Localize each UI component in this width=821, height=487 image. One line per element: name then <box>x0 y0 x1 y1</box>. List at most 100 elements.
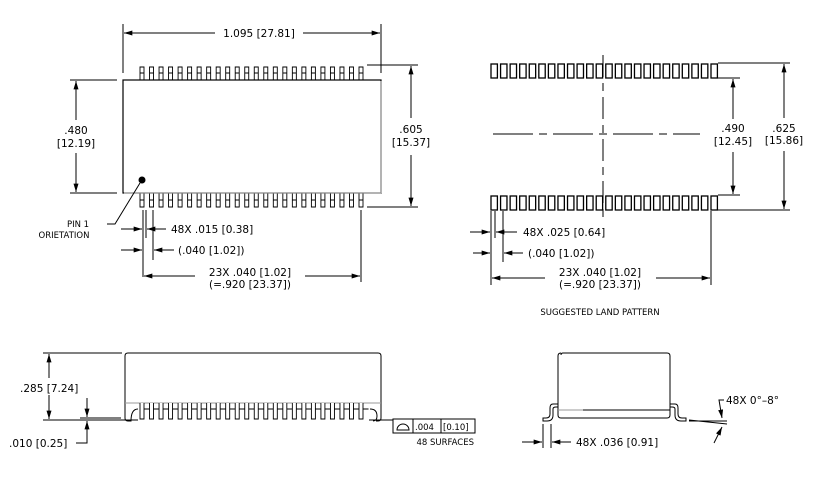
lead-pin-top <box>149 66 154 80</box>
lead-pin-bottom <box>263 193 269 208</box>
standoff-leader <box>76 422 88 444</box>
land-pad-bottom <box>538 195 546 211</box>
side-lead <box>301 403 307 420</box>
lead-pin-top <box>358 66 364 80</box>
land-pad-top <box>595 63 604 79</box>
lead-pin-top <box>291 66 297 80</box>
lead-pin-bottom <box>310 193 316 208</box>
end-lead-left <box>542 403 558 422</box>
dim-body-width-metric: [12.19] <box>57 138 95 150</box>
top-pins-lower <box>139 193 364 208</box>
lead-pin-bottom <box>282 193 288 208</box>
dim-foot-length: 48X .036 [0.91] <box>576 437 658 449</box>
lead-pin-top <box>244 66 250 80</box>
land-pad-top <box>499 63 508 79</box>
land-pad-top <box>528 63 537 79</box>
fcf-note: 48 SURFACES <box>416 438 474 448</box>
fcf-tolerance-metric: [0.10] <box>443 423 469 433</box>
dim-outer-span-metric: [15.86] <box>765 135 803 147</box>
lead-pin-top <box>225 66 231 80</box>
lead-pin-bottom <box>253 193 259 208</box>
pin1-label-2: ORIETATION <box>39 231 90 241</box>
lead-pin-bottom <box>149 193 154 208</box>
lead-pin-bottom <box>187 193 193 208</box>
angle-arrow-top <box>718 399 724 419</box>
land-pad-top <box>614 63 623 79</box>
lead-pin-bottom <box>234 193 240 208</box>
lead-pin-bottom <box>215 193 221 208</box>
end-body-outline <box>557 352 671 419</box>
dim-package-height: .285 [7.24] <box>20 383 78 395</box>
lead-pin-bottom <box>358 193 364 208</box>
lead-pin-top <box>196 66 202 80</box>
dim-pad-pitch-total-2: (=.920 [23.37]) <box>559 279 641 291</box>
dim-outer-span: .625 <box>772 123 795 135</box>
land-pad-top <box>547 63 556 79</box>
side-lead <box>349 403 354 420</box>
lead-pin-top <box>329 66 335 80</box>
dim-foot-angle: 48X 0°–8° <box>726 395 779 407</box>
package-body-outline <box>122 79 382 194</box>
lead-pin-top <box>187 66 193 80</box>
side-lead <box>263 403 269 420</box>
land-pad-bottom <box>691 195 699 211</box>
dim-pad-pitch-total: 23X .040 [1.02] <box>559 267 641 279</box>
land-pattern-view: .625 [15.86] .490 [12.45] 48X .025 [0.64… <box>470 55 803 318</box>
end-lead-right <box>670 403 687 422</box>
land-pad-bottom <box>490 195 499 211</box>
dim-body-width: .480 <box>64 125 87 137</box>
land-pad-bottom <box>710 195 719 211</box>
land-pad-bottom <box>652 195 661 211</box>
land-pad-top <box>490 63 499 79</box>
side-lead <box>272 403 278 420</box>
land-pad-top <box>700 63 709 79</box>
lead-pin-bottom <box>349 193 354 208</box>
land-pad-top <box>538 63 546 79</box>
land-pad-top <box>672 63 680 79</box>
land-pads-lower <box>490 195 719 211</box>
land-pad-bottom <box>576 195 585 211</box>
land-pattern-caption: SUGGESTED LAND PATTERN <box>540 308 659 318</box>
side-lead <box>329 403 335 420</box>
pin1-dot-icon <box>138 176 146 184</box>
land-pad-bottom <box>662 195 671 211</box>
lead-pin-top <box>206 66 212 80</box>
land-pad-bottom <box>509 195 518 211</box>
land-pad-bottom <box>547 195 556 211</box>
land-pad-bottom <box>624 195 632 211</box>
lead-pin-bottom <box>291 193 297 208</box>
lead-pin-top <box>339 66 345 80</box>
side-lead <box>168 403 174 420</box>
side-lead <box>206 403 212 420</box>
side-lead <box>244 403 250 420</box>
land-pad-top <box>605 63 613 79</box>
side-lead <box>320 403 326 420</box>
dim-inner-span: .490 <box>721 123 744 135</box>
dim-lead-span: .605 <box>399 124 422 136</box>
side-lead <box>177 403 183 420</box>
lead-pin-top <box>253 66 259 80</box>
angle-arrow-bottom <box>713 426 723 444</box>
side-lead <box>158 403 164 420</box>
land-pad-top <box>681 63 690 79</box>
lead-pin-bottom <box>139 193 145 208</box>
land-pad-top <box>557 63 566 79</box>
lead-pin-top <box>320 66 326 80</box>
dim-pad-width: 48X .025 [0.64] <box>523 227 605 239</box>
side-lead <box>253 403 259 420</box>
dim-overall-length: 1.095 [27.81] <box>223 28 295 40</box>
dim-lead-span-metric: [15.37] <box>392 137 430 149</box>
land-pad-bottom <box>557 195 566 211</box>
land-pad-bottom <box>595 195 604 211</box>
land-pad-bottom <box>519 195 527 211</box>
lead-pin-top <box>349 66 354 80</box>
lead-pin-top <box>215 66 221 80</box>
top-view: 1.095 [27.81] .480 [12.19] .605 [15.37] … <box>39 24 430 291</box>
dim-inner-span-metric: [12.45] <box>714 136 752 148</box>
side-lead <box>187 403 193 420</box>
dim-lead-width: 48X .015 [0.38] <box>171 224 253 236</box>
side-lead <box>225 403 231 420</box>
dim-pitch-total: 23X .040 [1.02] <box>209 267 291 279</box>
land-pad-top <box>519 63 527 79</box>
